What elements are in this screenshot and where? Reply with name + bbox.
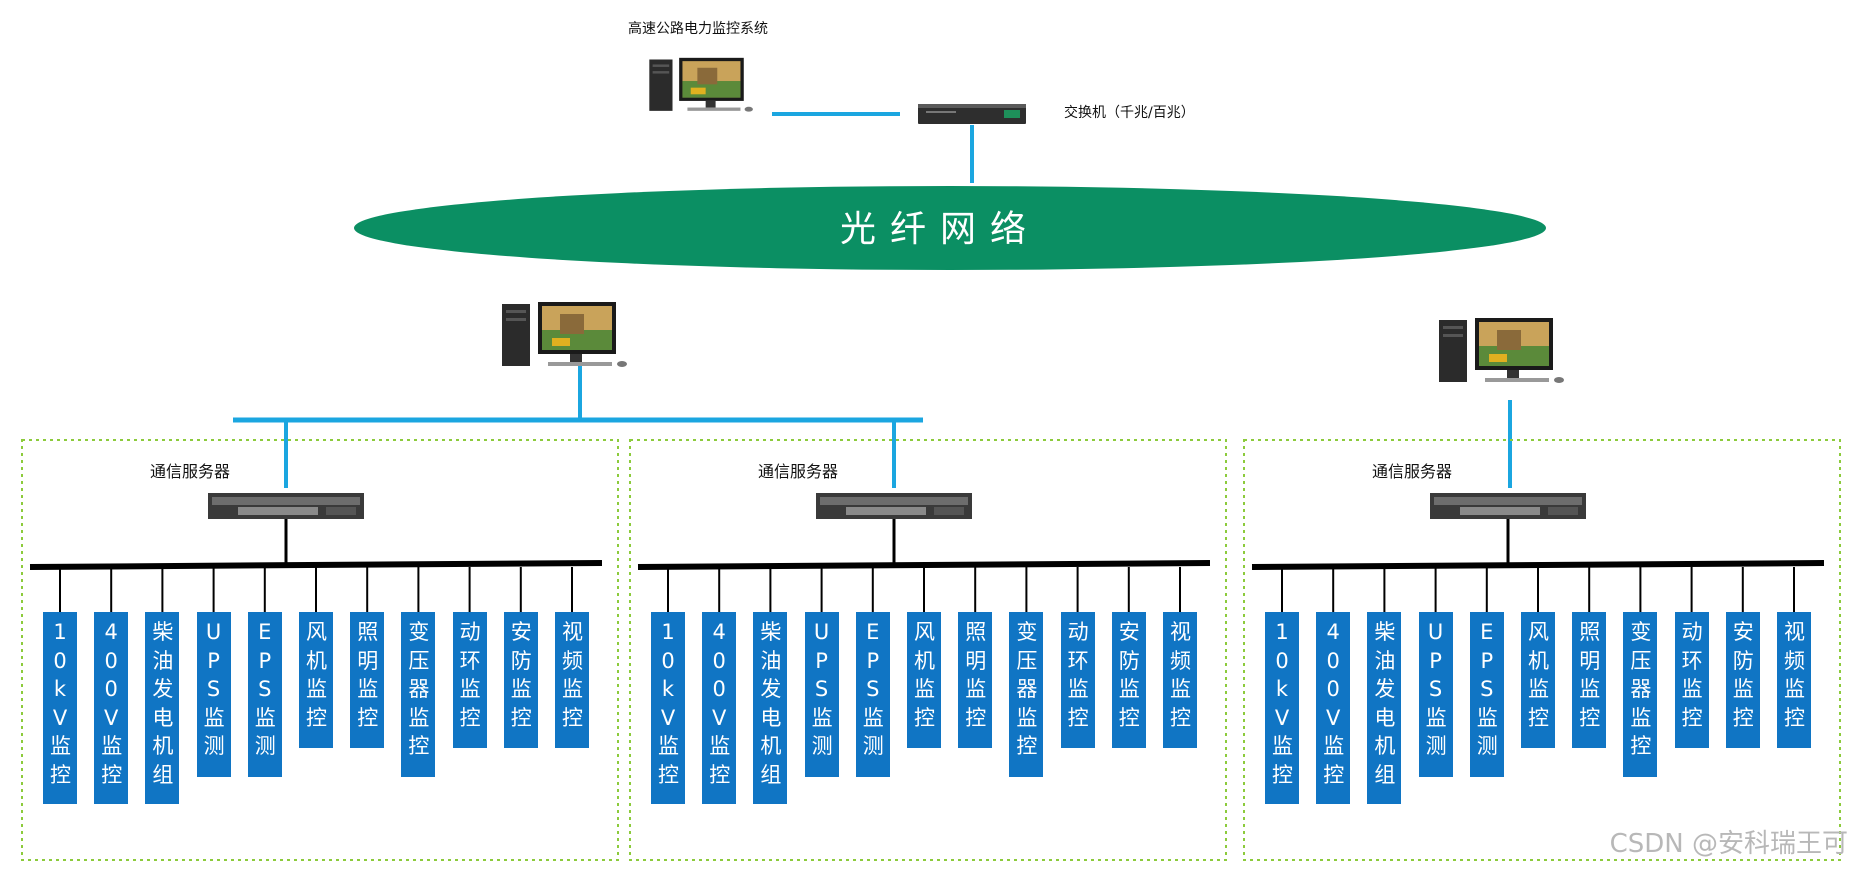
module-label: 变压器监控	[1016, 620, 1038, 758]
server-icon-2	[816, 493, 972, 519]
server-icon-1	[208, 493, 364, 519]
module-box: 动环监控	[1674, 612, 1709, 748]
module-box: 柴油发电机组	[1367, 612, 1402, 804]
module-box: 动环监控	[452, 612, 487, 748]
module-label: 视频监控	[1784, 620, 1805, 730]
module-label: 10kV监控	[50, 620, 71, 787]
module-box: 400V监控	[702, 612, 737, 804]
fiber-network-label: 光纤网络	[839, 209, 1040, 250]
module-label: 动环监控	[459, 620, 481, 730]
module-label: 动环监控	[1067, 620, 1089, 730]
module-box: 照明监控	[1572, 612, 1607, 748]
group-box-1	[21, 439, 619, 861]
module-box: 400V监控	[1316, 612, 1351, 804]
server-label-1: 通信服务器	[150, 462, 231, 481]
module-label: 变压器监控	[1630, 620, 1652, 758]
module-label: 10kV监控	[658, 620, 679, 787]
module-box: 安防监控	[503, 612, 538, 748]
module-label: 400V监控	[1323, 620, 1345, 787]
module-label: 柴油发电机组	[1374, 620, 1396, 787]
module-box: 柴油发电机组	[753, 612, 788, 804]
module-label: 视频监控	[562, 620, 583, 730]
switch-label: 交换机（千兆/百兆）	[1064, 105, 1195, 121]
module-label: 照明监控	[357, 620, 379, 730]
bus-line-3	[1251, 560, 1825, 570]
module-label: 柴油发电机组	[760, 620, 782, 787]
module-box: 照明监控	[350, 612, 385, 748]
module-label: 视频监控	[1170, 620, 1191, 730]
module-box: 10kV监控	[1265, 612, 1299, 804]
module-label: 动环监控	[1681, 620, 1703, 730]
group-box-2	[629, 439, 1227, 861]
server-label-2: 通信服务器	[758, 462, 839, 481]
module-box: 柴油发电机组	[145, 612, 180, 804]
module-label: UPS监测	[203, 620, 225, 758]
module-label: 400V监控	[101, 620, 123, 787]
bus-line-1	[29, 560, 603, 570]
bus-line-2	[637, 560, 1211, 570]
module-box: 照明监控	[958, 612, 993, 748]
module-box: UPS监测	[804, 612, 839, 777]
module-box: 变压器监控	[1623, 612, 1658, 777]
switch-icon	[918, 104, 1026, 124]
module-box: 风机监控	[907, 612, 941, 748]
group-box-3	[1243, 439, 1841, 861]
module-box: EPS监测	[855, 612, 890, 777]
module-label: 变压器监控	[408, 620, 430, 758]
module-box: EPS监测	[247, 612, 282, 777]
module-box: 动环监控	[1060, 612, 1095, 748]
module-box: 视频监控	[1163, 612, 1197, 748]
module-label: 安防监控	[510, 620, 532, 730]
module-label: UPS监测	[811, 620, 833, 758]
module-box: 变压器监控	[401, 612, 436, 777]
system-label: 高速公路电力监控系统	[628, 21, 768, 37]
module-box: 10kV监控	[651, 612, 685, 804]
module-box: 安防监控	[1725, 612, 1760, 748]
module-box: 变压器监控	[1009, 612, 1044, 777]
module-box: 视频监控	[1777, 612, 1811, 748]
module-label: EPS监测	[862, 620, 884, 758]
module-box: 风机监控	[299, 612, 333, 748]
watermark: CSDN @安科瑞王可	[1609, 829, 1848, 859]
module-label: UPS监测	[1425, 620, 1447, 758]
module-box: 安防监控	[1111, 612, 1146, 748]
module-label: 400V监控	[709, 620, 731, 787]
module-box: UPS监测	[1418, 612, 1453, 777]
module-label: 柴油发电机组	[152, 620, 174, 787]
module-label: 风机监控	[1528, 620, 1549, 730]
module-label: 安防监控	[1118, 620, 1140, 730]
module-label: 照明监控	[1579, 620, 1601, 730]
module-label: 照明监控	[965, 620, 987, 730]
module-box: 风机监控	[1521, 612, 1555, 748]
module-box: 400V监控	[94, 612, 129, 804]
module-box: 10kV监控	[43, 612, 77, 804]
fiber-network-ellipse	[354, 186, 1546, 270]
computer-icon-top	[646, 56, 762, 116]
module-box: EPS监测	[1469, 612, 1504, 777]
module-label: 风机监控	[306, 620, 327, 730]
module-label: EPS监测	[254, 620, 276, 758]
module-label: EPS监测	[1476, 620, 1498, 758]
module-label: 安防监控	[1732, 620, 1754, 730]
module-box: 视频监控	[555, 612, 589, 748]
module-label: 10kV监控	[1272, 620, 1293, 787]
module-box: UPS监测	[196, 612, 231, 777]
computer-icon-right	[1434, 316, 1576, 388]
computer-icon-left	[497, 300, 639, 372]
server-icon-3	[1430, 493, 1586, 519]
server-label-3: 通信服务器	[1372, 462, 1453, 481]
module-label: 风机监控	[914, 620, 935, 730]
